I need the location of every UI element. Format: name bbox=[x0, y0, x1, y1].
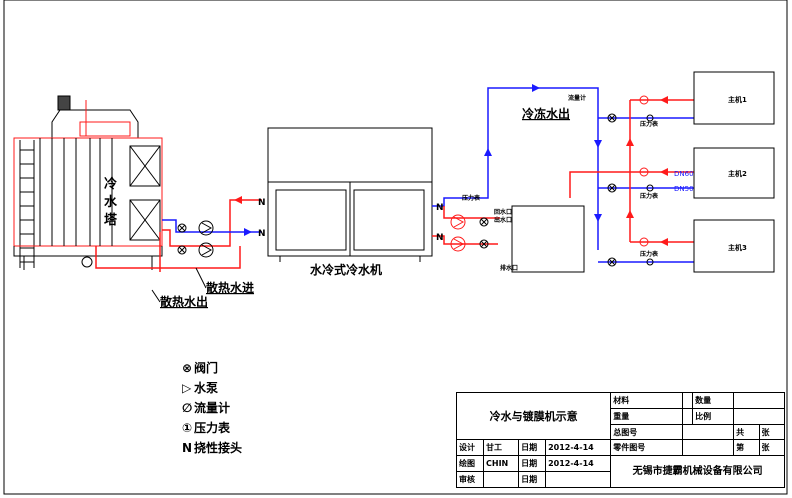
legend-valve-label: 阀门 bbox=[194, 360, 218, 375]
flow-meter-label: 流量计 bbox=[568, 94, 586, 102]
pressure-gauge-label: 压力表 bbox=[640, 192, 659, 200]
dn50-label: DN50 bbox=[674, 185, 694, 193]
drawing-title: 冷水与镀膜机示意 bbox=[455, 391, 612, 441]
page-border bbox=[3, 0, 788, 495]
legend-pump-label: 水泵 bbox=[194, 380, 218, 395]
page-label: 第 bbox=[733, 439, 760, 457]
tank-drain-port-label: 排水口 bbox=[500, 264, 518, 272]
pressure-gauge-label: 压力表 bbox=[640, 250, 659, 258]
flex-joint-label: N bbox=[258, 229, 266, 239]
chilled-water-out-label: 冷冻水出 bbox=[522, 106, 570, 121]
flex-joint-label: N bbox=[436, 203, 444, 213]
total-label: 共 bbox=[733, 423, 760, 441]
sheet-label: 张 bbox=[758, 439, 786, 457]
design-date-value: 2012-4-14 bbox=[545, 439, 612, 457]
condenser-loop bbox=[95, 199, 262, 272]
dn60-label: DN60 bbox=[674, 170, 694, 178]
pressure-gauge-label: 压力表 bbox=[462, 194, 481, 202]
sheet-label: 张 bbox=[758, 423, 786, 441]
chiller-label: 水冷式冷水机 bbox=[310, 262, 382, 277]
tower-label-char-1: 冷 bbox=[104, 176, 117, 192]
tower-label-char-3: 塔 bbox=[104, 212, 118, 228]
condenser-valves bbox=[177, 220, 214, 258]
material-label: 材料 bbox=[610, 392, 684, 409]
review-label: 审核 bbox=[455, 471, 485, 488]
part-no-label: 零件图号 bbox=[610, 439, 684, 457]
design-label: 设计 bbox=[455, 439, 485, 457]
tank-return-port-label: 回水口 bbox=[494, 208, 512, 216]
pressure-gauge-label: 压力表 bbox=[640, 120, 659, 128]
company-name: 无锡市捷霸机械设备有限公司 bbox=[610, 455, 785, 488]
date-label: 日期 bbox=[518, 455, 547, 473]
tank-supply-port-label: 出水口 bbox=[494, 216, 512, 224]
flex-joint-label: N bbox=[436, 233, 444, 243]
flow-arrows bbox=[234, 84, 668, 246]
heat-water-in-label: 散热水进 bbox=[206, 280, 254, 295]
chilled-pumps bbox=[450, 214, 489, 252]
legend-flex-joint-label: 挠性接头 bbox=[194, 440, 242, 455]
host-boxes bbox=[693, 71, 775, 273]
tower-label-char-2: 水 bbox=[104, 194, 118, 210]
drawing-label: 绘图 bbox=[455, 455, 485, 473]
legend-valve-symbol: ⊗ bbox=[182, 361, 192, 375]
title-block: 冷水与镀膜机示意 材料 数量 重量 比例 总图号 共 张 设计 甘工 日期 20… bbox=[455, 391, 786, 488]
branch-fittings bbox=[607, 95, 654, 267]
water-tank bbox=[511, 205, 585, 273]
legend-pressure-gauge-symbol: ① bbox=[182, 421, 192, 435]
legend: ⊗ 阀门 ▷ 水泵 ∅ 流量计 ① 压力表 N 挠性接头 bbox=[182, 360, 242, 455]
legend-flow-meter-label: 流量计 bbox=[194, 400, 230, 415]
quantity-label: 数量 bbox=[692, 392, 735, 409]
legend-pressure-gauge-label: 压力表 bbox=[194, 420, 231, 435]
host-label-2: 主机2 bbox=[728, 169, 747, 178]
chiller-unit bbox=[267, 127, 433, 262]
heat-water-out-label: 散热水出 bbox=[160, 294, 208, 309]
cooling-tower bbox=[13, 95, 163, 270]
drawing-no-label: 总图号 bbox=[610, 423, 684, 441]
date-label: 日期 bbox=[518, 439, 547, 457]
scale-label: 比例 bbox=[692, 407, 735, 425]
host-label-1: 主机1 bbox=[728, 95, 747, 104]
drawing-date-value: 2012-4-14 bbox=[545, 455, 612, 473]
date-label: 日期 bbox=[518, 471, 547, 488]
legend-flex-joint-symbol: N bbox=[182, 441, 192, 455]
drawer-value: CHIN bbox=[483, 455, 520, 473]
legend-flow-meter-symbol: ∅ bbox=[182, 401, 192, 415]
host-label-3: 主机3 bbox=[728, 243, 747, 252]
weight-label: 重量 bbox=[610, 407, 684, 425]
designer-value: 甘工 bbox=[483, 439, 520, 457]
legend-pump-symbol: ▷ bbox=[182, 381, 192, 395]
flex-joint-label: N bbox=[258, 198, 266, 208]
